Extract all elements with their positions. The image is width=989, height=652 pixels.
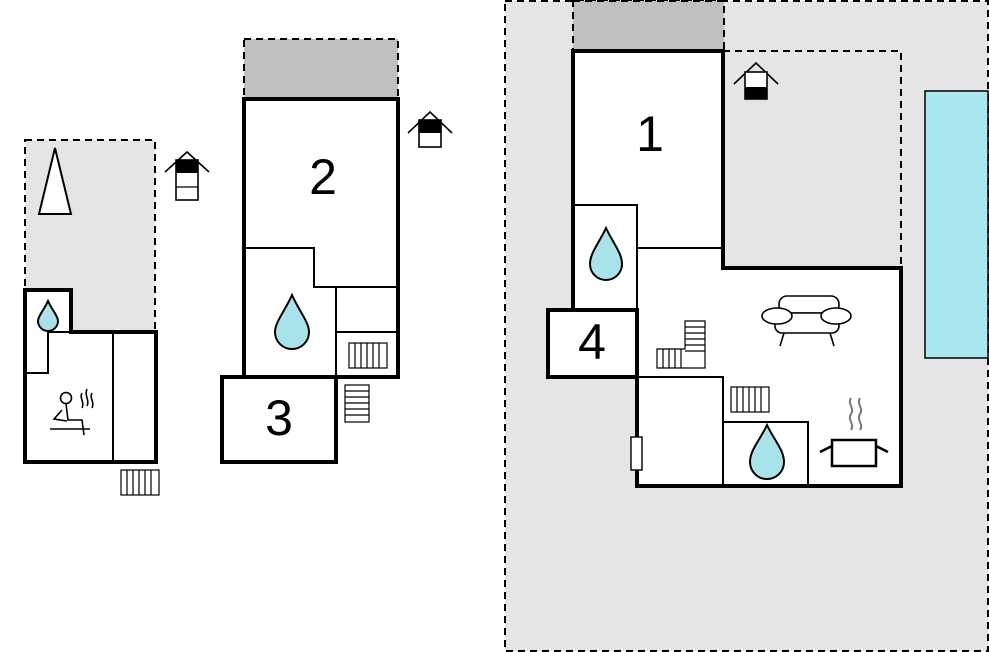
house-level-icon [733,61,779,100]
cooking-pot-icon [819,397,889,468]
house-level-icon [407,110,453,148]
roof-overhang [243,38,399,100]
room-3-outline [220,375,338,464]
room-4-outline [546,308,639,379]
room-4-label: 4 [578,314,606,370]
roof-overhang [572,0,725,52]
radiator-icon [730,386,770,413]
room-2-label: 2 [309,149,337,205]
swimming-pool [924,90,989,359]
water-drop-icon [748,422,786,480]
water-drop-icon [273,292,311,350]
sofa-icon [761,295,852,347]
building-middle: 2 3 [220,38,453,464]
sauna-icon [50,388,94,436]
water-drop-icon [588,225,624,281]
staircase-icon [656,320,706,369]
room-3-label: 3 [265,390,293,446]
building-main: 1 4 [504,0,989,652]
building-sauna [23,139,210,496]
tree-icon [37,147,73,215]
house-level-icon [164,150,210,201]
door-icon [630,436,643,471]
room-1-label: 1 [636,106,664,162]
radiator-icon [348,342,388,369]
staircase-icon [344,384,370,423]
radiator-icon [120,469,160,496]
water-drop-icon [36,298,60,332]
building-middle-outline [242,97,400,379]
